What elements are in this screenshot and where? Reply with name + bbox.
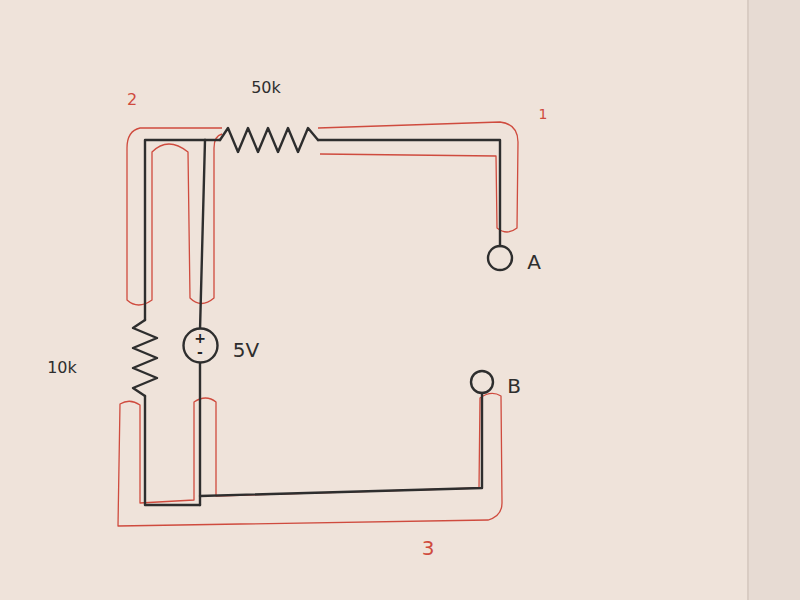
wire: [199, 360, 201, 505]
paper-edge: [748, 0, 800, 600]
wire: [200, 140, 205, 330]
resistor-value: 10k: [47, 360, 77, 376]
paper-edge: [747, 0, 749, 600]
node-number: 1: [539, 107, 548, 121]
resistor-symbol: [220, 128, 318, 152]
wire: [205, 139, 220, 141]
terminal-circle: [471, 371, 493, 393]
wire: [145, 140, 205, 320]
resistor-value: 50k: [251, 80, 281, 96]
wire: [200, 393, 482, 496]
voltage-source: +-: [182, 327, 219, 364]
node-number: 3: [422, 538, 435, 558]
source-value: 5V: [233, 340, 259, 360]
node-highlight: [318, 122, 518, 232]
terminal-label: B: [507, 376, 521, 396]
polarity-sign: +: [194, 331, 206, 345]
polarity-sign: -: [197, 345, 203, 359]
terminal-circle: [488, 246, 512, 270]
resistor-symbol: [133, 320, 157, 396]
wire: [318, 140, 500, 246]
source-circle: [183, 328, 217, 362]
node-number: 2: [127, 92, 137, 108]
node-highlight: [127, 128, 222, 305]
terminal-label: A: [527, 252, 541, 272]
wire: [145, 396, 200, 505]
node-highlight: [118, 393, 502, 526]
